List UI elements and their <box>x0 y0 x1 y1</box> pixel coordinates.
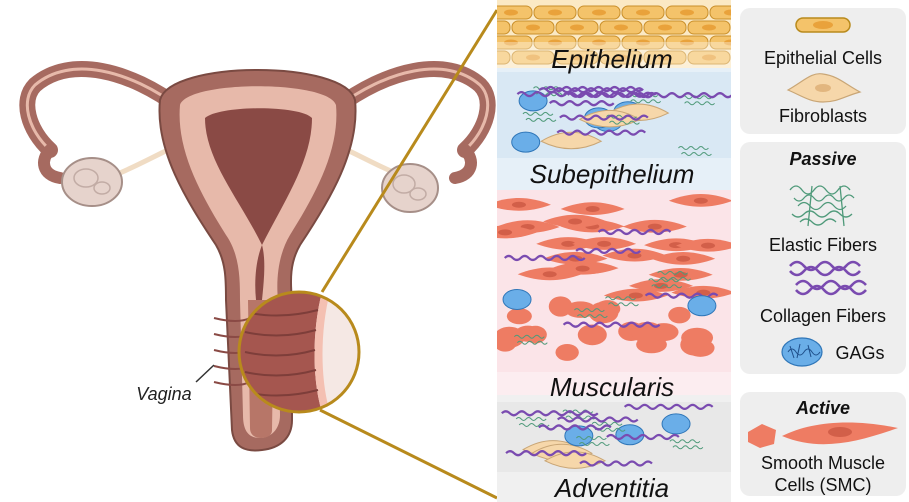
legend-collagen-fibers-label: Collagen Fibers <box>760 306 886 326</box>
smc-nucleus <box>512 202 526 208</box>
left-ovary <box>62 158 122 206</box>
callout-line-bottom <box>320 410 497 498</box>
epithelial-nucleus <box>636 10 650 16</box>
epithelial-nucleus <box>504 10 518 16</box>
smc-cross-section <box>555 344 578 361</box>
smc-nucleus <box>498 229 512 235</box>
gag <box>662 414 690 434</box>
right-fallopian-tube <box>336 69 488 178</box>
legend-fibroblasts-label: Fibroblasts <box>779 106 867 126</box>
legend-elastic-fibers-label: Elastic Fibers <box>769 235 877 255</box>
epithelial-nucleus <box>658 25 672 31</box>
epithelial-nucleus <box>614 25 628 31</box>
epithelial-nucleus <box>680 10 694 16</box>
epithelial-nucleus <box>482 55 496 61</box>
smc-nucleus <box>576 266 590 272</box>
right-ovary <box>382 164 438 212</box>
epithelial-nucleus <box>724 10 738 16</box>
epithelial-nucleus <box>526 25 540 31</box>
legend-smc-label-line2: Cells (SMC) <box>775 475 872 495</box>
vagina-label: Vagina <box>136 384 191 404</box>
legend-epithelial-cells-label: Epithelial Cells <box>764 48 882 68</box>
gag <box>503 289 531 309</box>
legend-smc-label-line1: Smooth Muscle <box>761 453 885 473</box>
legend-passive-box <box>740 142 906 374</box>
legend-passive-title: Passive <box>789 149 856 169</box>
gag <box>512 132 540 152</box>
smc-nucleus <box>568 219 582 225</box>
epithelium-label: Epithelium <box>551 44 672 74</box>
smc-nucleus <box>629 293 643 299</box>
subepithelium-label: Subepithelium <box>530 159 695 189</box>
vagina-pointer-line <box>196 365 214 382</box>
smc-nucleus <box>676 256 690 262</box>
gag <box>688 296 716 316</box>
tissue-layers-panel <box>468 0 774 502</box>
epithelial-cell-icon <box>796 18 850 32</box>
smc-nucleus <box>701 243 715 249</box>
smc-cross-section <box>507 308 532 324</box>
smc-cross-section <box>515 326 541 342</box>
smc-cross-section <box>681 328 713 348</box>
smc-cross-section <box>668 307 690 323</box>
epithelial-nucleus <box>570 25 584 31</box>
legend: Epithelial Cells Fibroblasts Passive Ela… <box>740 8 906 496</box>
smc-nucleus <box>694 198 708 204</box>
epithelial-nucleus <box>702 25 716 31</box>
legend-gags-label: GAGs <box>835 343 884 363</box>
legend-active-title: Active <box>795 398 850 418</box>
smc-nucleus <box>586 206 600 212</box>
smc-nucleus <box>597 241 611 247</box>
smc-cross-section <box>494 333 517 351</box>
epithelial-nucleus <box>548 10 562 16</box>
gag-icon <box>782 338 822 366</box>
magnified-section <box>239 292 359 412</box>
epithelial-nucleus <box>592 10 606 16</box>
adventitia-label: Adventitia <box>553 473 669 502</box>
muscularis-label: Muscularis <box>550 372 674 402</box>
smc-nucleus <box>648 224 662 230</box>
smc-nucleus <box>543 271 557 277</box>
